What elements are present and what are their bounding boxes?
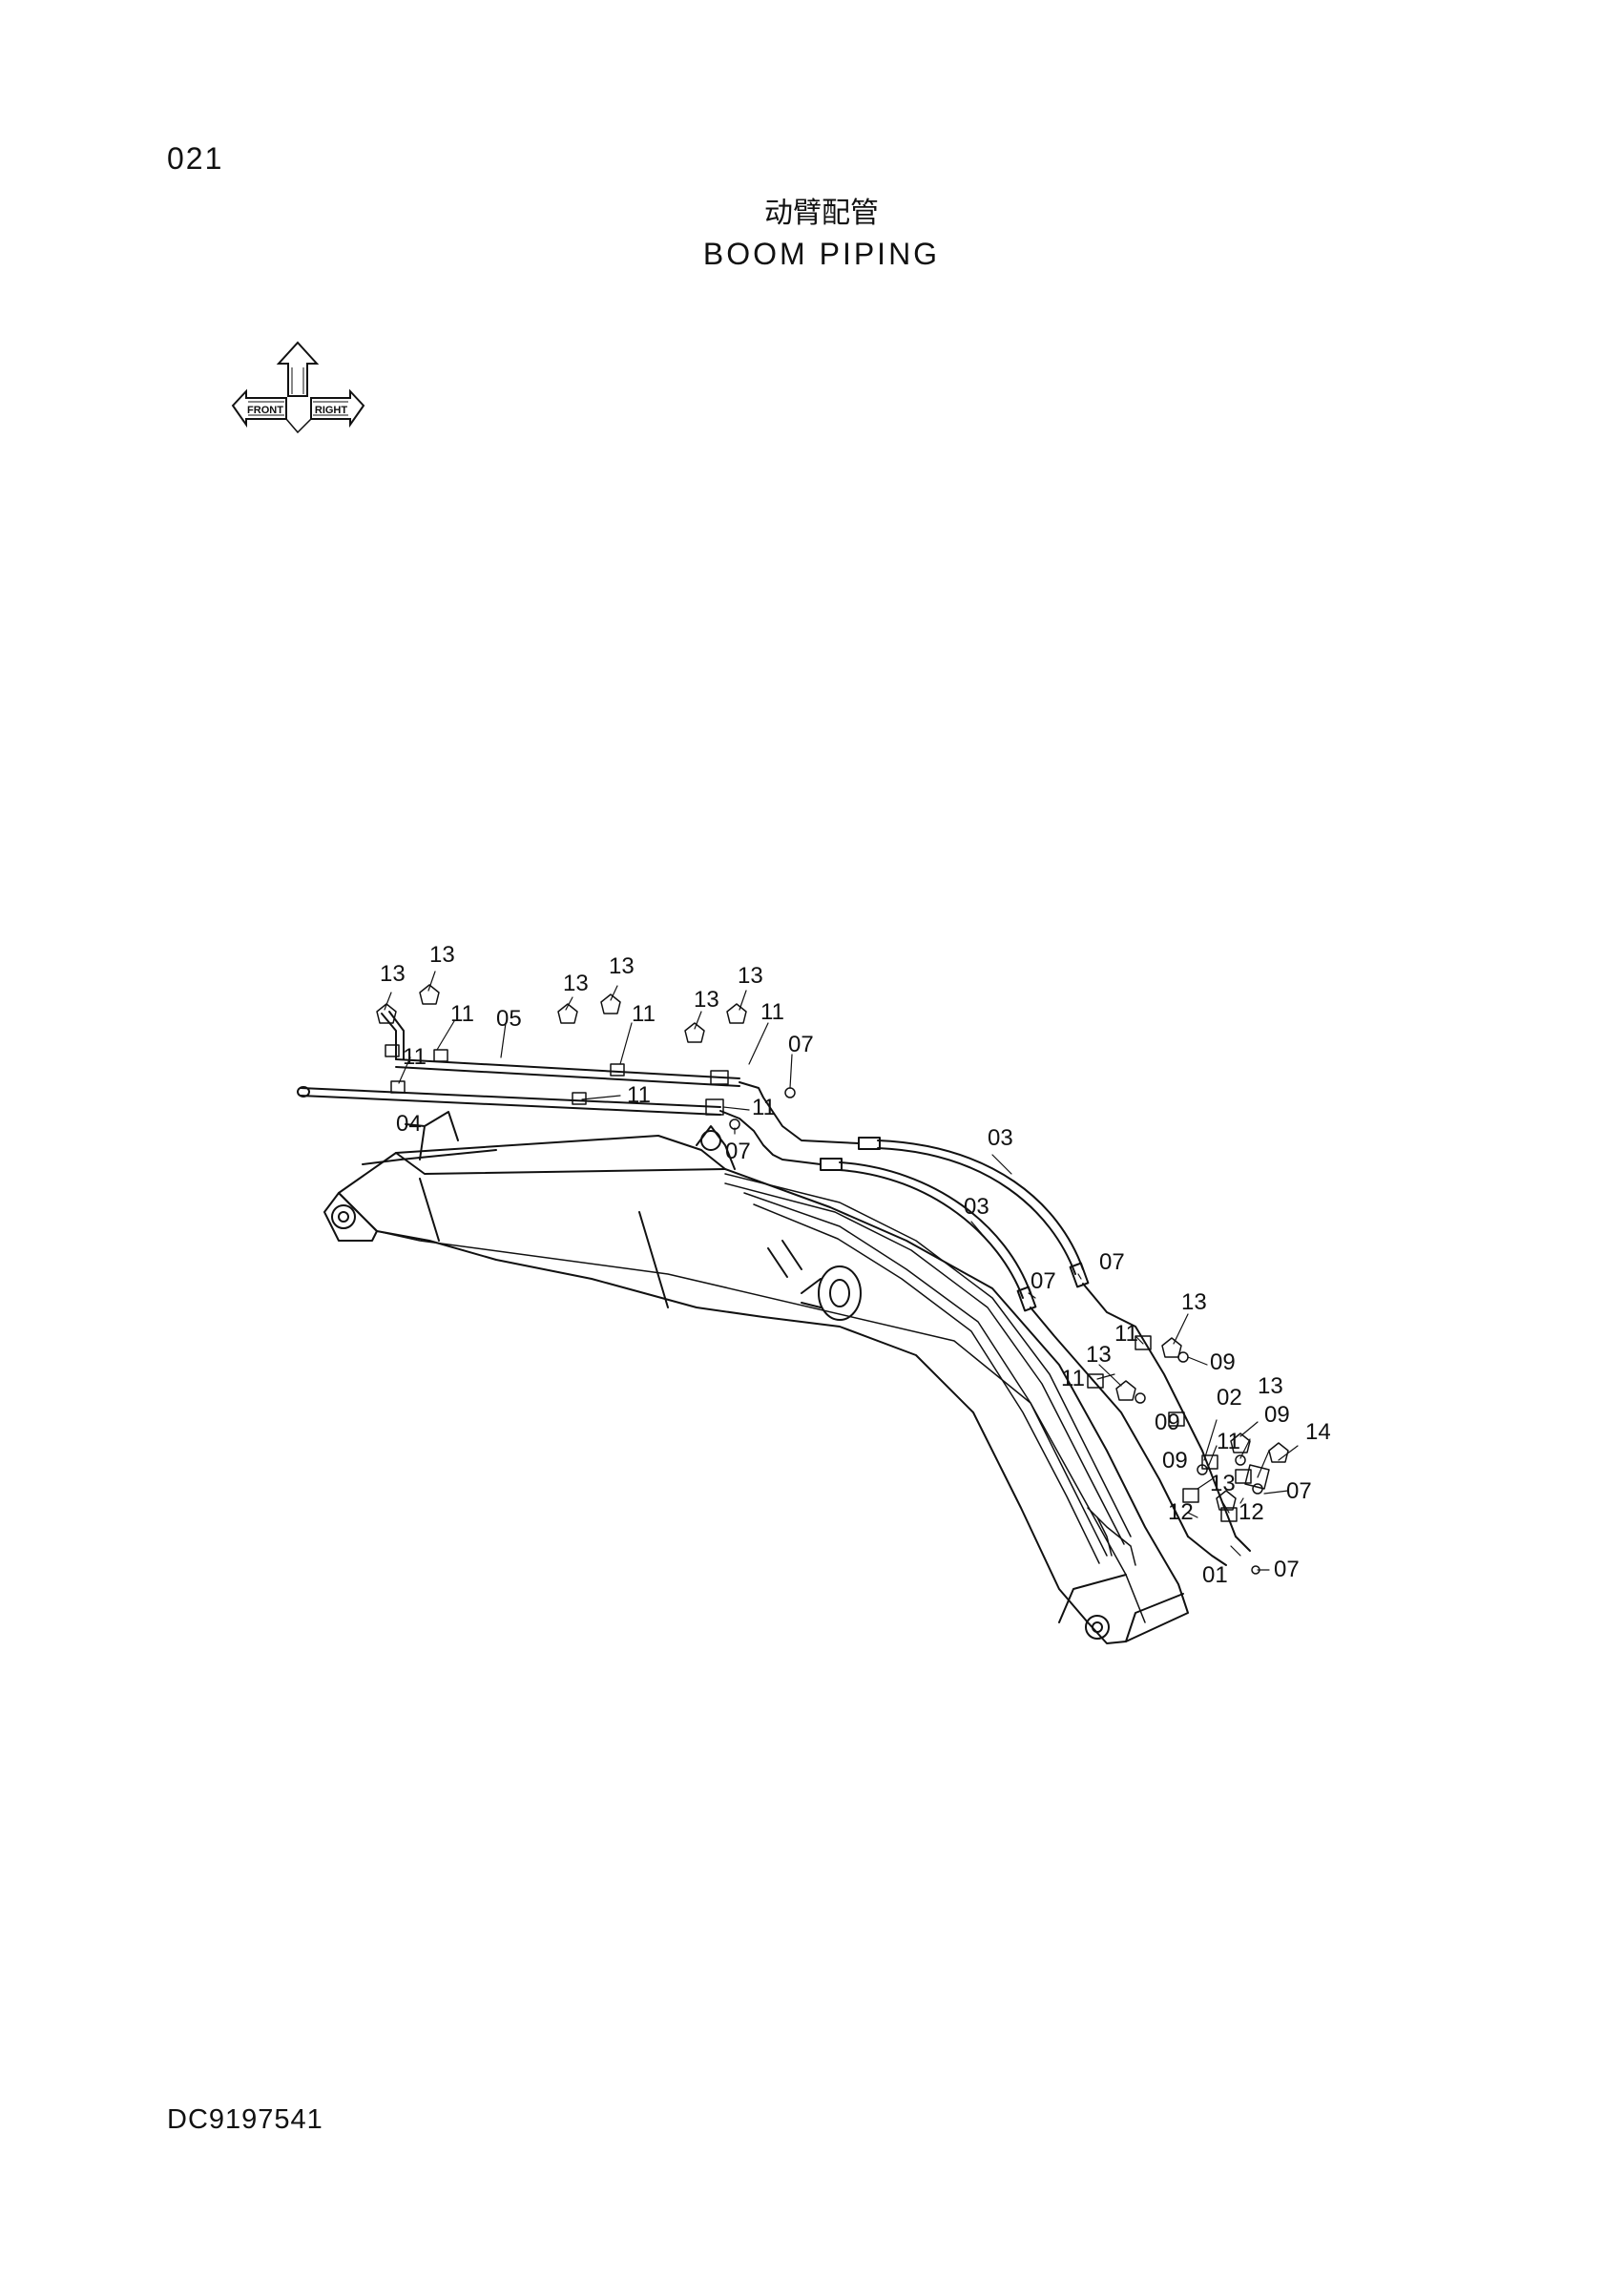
boom-body — [323, 1111, 1189, 1644]
pipe-04 — [297, 1086, 721, 1116]
callout-07: 07 — [788, 1032, 814, 1057]
boom-pipes — [724, 1173, 1136, 1566]
callout-11: 11 — [403, 1044, 427, 1070]
callout-12: 12 — [1239, 1499, 1264, 1525]
callout-13: 13 — [609, 953, 635, 979]
callout-13: 13 — [429, 942, 455, 968]
callout-11: 11 — [632, 1001, 656, 1027]
callout-07: 07 — [1274, 1557, 1300, 1582]
title-english: BOOM PIPING — [702, 237, 941, 271]
title-chinese: 动臂配管 — [764, 197, 879, 230]
callout-09: 09 — [1155, 1410, 1180, 1435]
callout-13: 13 — [563, 971, 589, 996]
callout-07: 07 — [725, 1139, 751, 1164]
callout-labels: 13 13 11 05 13 13 11 13 13 11 07 11 11 1… — [380, 942, 1331, 1588]
document-code: DC9197541 — [167, 2104, 323, 2135]
callout-11: 11 — [627, 1082, 651, 1108]
callout-11: 11 — [752, 1095, 776, 1120]
callout-11: 11 — [760, 999, 784, 1025]
callout-11: 11 — [1061, 1366, 1085, 1391]
callout-13: 13 — [1210, 1471, 1236, 1496]
callout-07: 07 — [1031, 1268, 1056, 1294]
callout-02: 02 — [1217, 1385, 1242, 1411]
callout-09: 09 — [1210, 1349, 1236, 1375]
callout-13: 13 — [738, 963, 763, 989]
orientation-label-right: RIGHT — [315, 405, 348, 416]
callout-14: 14 — [1305, 1419, 1331, 1445]
callout-07: 07 — [1099, 1249, 1125, 1275]
callout-13: 13 — [1181, 1289, 1207, 1315]
callout-13: 13 — [1086, 1342, 1112, 1368]
callout-03: 03 — [988, 1125, 1013, 1151]
front-right-orientation-icon: FRONT RIGHT — [231, 341, 365, 434]
callout-11: 11 — [450, 1001, 474, 1027]
clamps — [385, 1044, 1252, 1522]
callout-04: 04 — [396, 1111, 422, 1137]
callout-11: 11 — [1217, 1429, 1240, 1454]
callout-11: 11 — [1114, 1321, 1138, 1347]
callout-09: 09 — [1264, 1402, 1290, 1428]
orientation-label-front: FRONT — [247, 405, 283, 416]
leader-lines — [384, 971, 1299, 1571]
callout-13: 13 — [694, 987, 719, 1013]
callout-07: 07 — [1286, 1478, 1312, 1504]
callout-13: 13 — [1258, 1373, 1283, 1399]
hose-03-upper — [858, 1137, 1090, 1288]
page-number: 021 — [167, 141, 224, 176]
bolts — [376, 984, 1289, 1511]
hose-03-lower — [820, 1158, 1037, 1312]
callout-05: 05 — [496, 1006, 522, 1032]
callout-13: 13 — [380, 961, 406, 987]
callout-03: 03 — [964, 1194, 989, 1220]
callout-01: 01 — [1202, 1562, 1228, 1588]
callout-12: 12 — [1168, 1499, 1194, 1525]
callout-09: 09 — [1162, 1448, 1188, 1474]
